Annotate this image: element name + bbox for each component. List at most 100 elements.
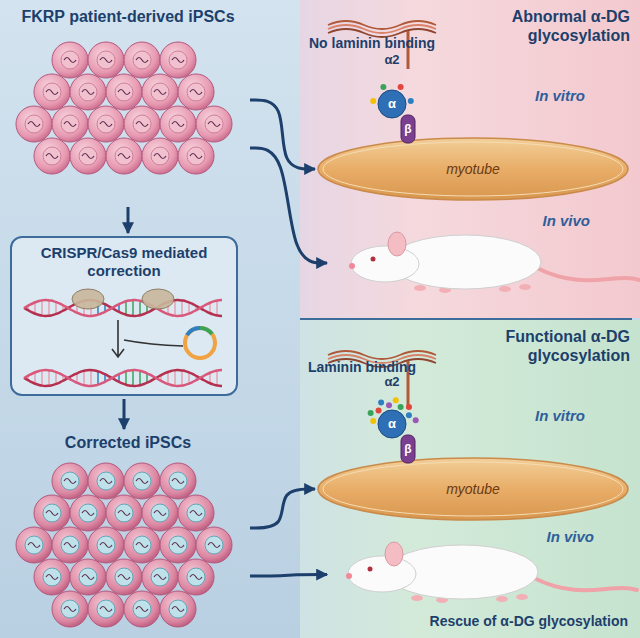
nucleus <box>79 568 97 586</box>
glycan <box>406 404 412 410</box>
dna-strand <box>100 607 112 612</box>
binding-note: No laminin binding <box>309 36 435 51</box>
cell <box>178 559 214 595</box>
cell <box>178 74 214 110</box>
beta-dg <box>401 115 415 143</box>
protein-label: β <box>404 443 411 456</box>
donor-plasmid <box>185 328 215 358</box>
base-pair <box>188 372 190 383</box>
dna-strand <box>118 90 130 95</box>
condition-label: In vitro <box>535 88 585 105</box>
nucleus <box>169 600 187 618</box>
repair-arrow <box>112 320 183 357</box>
protein-label: α2 <box>384 375 399 389</box>
node-heading: myotube <box>446 161 500 178</box>
figure-region: In vivoRescue of α-DG glycosylation <box>330 526 634 634</box>
mouse-ear <box>388 232 406 256</box>
mouse <box>346 542 637 603</box>
base-pair <box>139 371 141 386</box>
cell <box>16 527 52 563</box>
mouse-tail <box>537 268 640 280</box>
nucleus <box>115 504 133 522</box>
base-pair <box>125 301 127 314</box>
cell <box>106 559 142 595</box>
crispr-box-fill <box>10 236 238 396</box>
base-pair <box>167 372 169 384</box>
dna-strand <box>154 154 166 159</box>
nucleus <box>151 568 169 586</box>
nucleus <box>169 115 187 133</box>
cell <box>124 463 160 499</box>
dna-strand <box>136 479 148 484</box>
nucleus <box>61 600 79 618</box>
nucleus <box>169 51 187 69</box>
nucleus <box>79 504 97 522</box>
dna-strand <box>172 122 184 127</box>
node-note: Rescue of α-DG glycosylation <box>430 613 628 630</box>
dna-strand <box>46 575 58 580</box>
nucleus <box>133 536 151 554</box>
base-pair <box>83 371 85 386</box>
dna-strand <box>208 543 220 548</box>
cell <box>142 495 178 531</box>
node-heading: Abnormal α-DG glycosylation <box>460 8 630 46</box>
flow-arrow <box>250 489 315 528</box>
nucleus <box>79 147 97 165</box>
strand <box>24 300 222 316</box>
figure-region: In vivo <box>330 208 630 308</box>
glycan <box>380 84 386 90</box>
nucleus <box>151 147 169 165</box>
protein-label: α2 <box>384 53 399 67</box>
dna-strand <box>208 122 220 127</box>
mouse-head <box>348 556 416 592</box>
mouse-foot <box>414 285 426 291</box>
cell <box>34 74 70 110</box>
figure-region: myotube <box>318 138 628 200</box>
cell <box>142 74 178 110</box>
cell <box>52 591 88 627</box>
cell <box>52 106 88 142</box>
dna-strand <box>118 511 130 516</box>
nucleus <box>187 147 205 165</box>
corrected-cell-cluster <box>16 463 232 627</box>
dna-strand <box>154 90 166 95</box>
flow-arrow <box>127 207 130 233</box>
figure-region: Corrected iPSCs <box>8 432 248 632</box>
cell <box>124 106 160 142</box>
dna-strand <box>64 479 76 484</box>
strand <box>24 370 222 386</box>
cell <box>160 42 196 78</box>
nucleus <box>97 536 115 554</box>
dna-strand <box>82 154 94 159</box>
dna-strand <box>190 575 202 580</box>
glycan <box>413 417 419 423</box>
dna-strand <box>64 607 76 612</box>
nucleus <box>97 600 115 618</box>
dna-strand <box>118 575 130 580</box>
cell <box>52 42 88 78</box>
cell <box>160 591 196 627</box>
glycan <box>378 400 384 406</box>
mouse-tail <box>534 578 637 590</box>
dna-strand <box>64 543 76 548</box>
mouse-foot <box>496 596 508 602</box>
dna-strand <box>172 607 184 612</box>
cell <box>70 138 106 174</box>
alpha-dg <box>378 90 406 118</box>
base-pair <box>181 370 183 385</box>
node-heading: In vivo <box>546 528 594 546</box>
dna-strand <box>136 122 148 127</box>
base-pair <box>48 370 50 386</box>
mouse-nose <box>346 573 352 579</box>
mouse <box>349 232 640 293</box>
nucleus <box>187 504 205 522</box>
nucleus <box>133 472 151 490</box>
dna-strand <box>172 543 184 548</box>
process-box: CRISPR/Cas9 mediated correction <box>10 236 238 396</box>
abnormal-panel <box>300 0 640 318</box>
flow-arrow <box>123 399 126 429</box>
dna-strand <box>190 154 202 159</box>
glycan <box>370 98 376 104</box>
nucleus <box>61 51 79 69</box>
dna-strand <box>136 543 148 548</box>
